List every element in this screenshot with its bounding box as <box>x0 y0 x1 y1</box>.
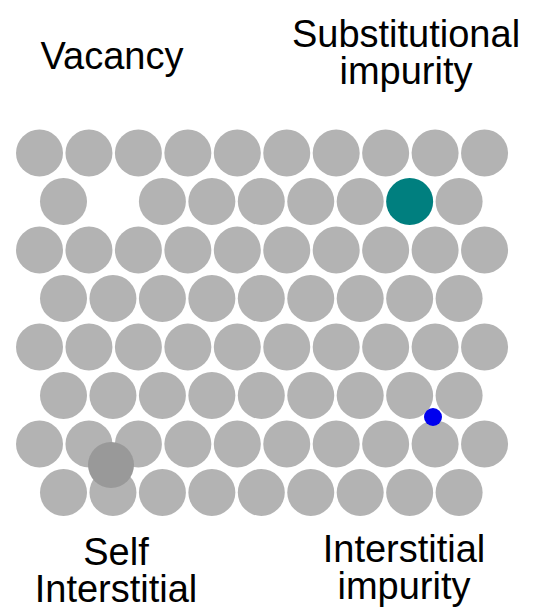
host-atom <box>386 275 433 322</box>
host-atom <box>263 130 310 177</box>
host-atom <box>412 324 459 371</box>
host-atom <box>313 227 360 274</box>
host-atom <box>337 178 384 225</box>
host-atom <box>287 469 334 516</box>
host-atom <box>263 421 310 468</box>
host-atom <box>139 469 186 516</box>
host-atom <box>65 227 112 274</box>
host-atom <box>386 469 433 516</box>
host-atom <box>287 372 334 419</box>
host-atom <box>214 227 261 274</box>
host-atom <box>337 469 384 516</box>
host-atom <box>115 227 162 274</box>
host-atom <box>238 372 285 419</box>
host-atom <box>362 130 409 177</box>
host-atom <box>436 178 483 225</box>
host-atom <box>139 372 186 419</box>
host-atom <box>139 178 186 225</box>
defect-label: Substitutional impurity <box>270 16 542 90</box>
defect-label: Vacancy <box>0 38 232 75</box>
host-atom <box>412 130 459 177</box>
host-atom <box>40 469 87 516</box>
interstitial-impurity-atom <box>424 408 442 426</box>
self-interstitial-atom <box>88 442 134 488</box>
defect-label: Interstitial impurity <box>299 531 509 605</box>
host-atom <box>188 469 235 516</box>
host-atom <box>313 421 360 468</box>
host-atom <box>65 324 112 371</box>
host-atom <box>436 372 483 419</box>
host-atom <box>238 275 285 322</box>
host-atom <box>214 130 261 177</box>
host-atom <box>16 130 63 177</box>
host-atom <box>65 130 112 177</box>
host-atom <box>16 324 63 371</box>
host-atom <box>188 275 235 322</box>
host-atom <box>362 324 409 371</box>
host-atom <box>313 324 360 371</box>
host-atom <box>436 275 483 322</box>
host-atom <box>188 372 235 419</box>
host-atom <box>40 178 87 225</box>
host-atom <box>89 275 136 322</box>
host-atom <box>40 372 87 419</box>
host-atom <box>214 324 261 371</box>
host-atom <box>164 227 211 274</box>
host-atom <box>461 227 508 274</box>
host-atom <box>139 275 186 322</box>
host-atom <box>461 130 508 177</box>
host-atom <box>89 372 136 419</box>
host-atom <box>164 421 211 468</box>
host-atom <box>263 324 310 371</box>
host-atom <box>16 421 63 468</box>
substitutional-atom <box>386 178 433 225</box>
host-atom <box>238 178 285 225</box>
host-atom <box>16 227 63 274</box>
host-atom <box>214 421 261 468</box>
host-atom <box>362 227 409 274</box>
host-atom <box>436 469 483 516</box>
host-atom <box>40 275 87 322</box>
host-atom <box>362 421 409 468</box>
host-atom <box>115 130 162 177</box>
host-atom <box>287 178 334 225</box>
host-atom <box>238 469 285 516</box>
host-atom <box>164 130 211 177</box>
host-atom <box>461 324 508 371</box>
host-atom <box>287 275 334 322</box>
host-atom <box>337 372 384 419</box>
host-atom <box>412 421 459 468</box>
defect-label: Self Interstitial <box>11 534 221 608</box>
host-atom <box>115 324 162 371</box>
host-atom <box>188 178 235 225</box>
host-atom <box>164 324 211 371</box>
host-atom <box>461 421 508 468</box>
host-atom <box>337 275 384 322</box>
host-atom <box>263 227 310 274</box>
host-atom <box>313 130 360 177</box>
host-atom <box>412 227 459 274</box>
